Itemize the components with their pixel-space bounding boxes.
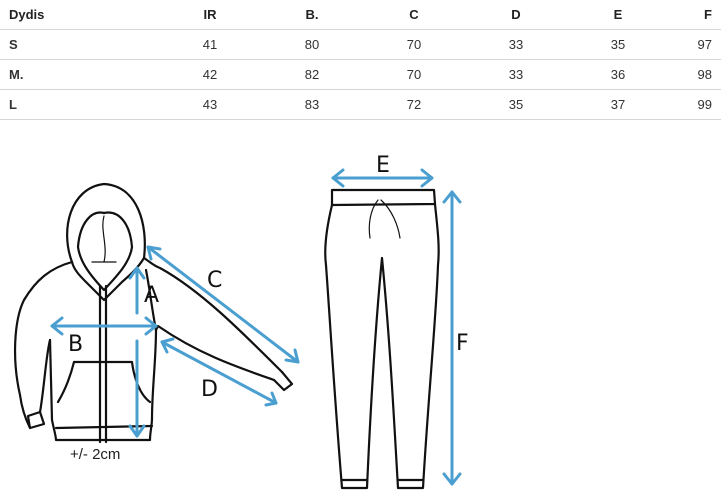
header-f: F: [669, 0, 721, 30]
value-cell: 42: [159, 59, 261, 90]
tolerance-note: +/- 2cm: [70, 446, 121, 463]
table-row: S 41 80 70 33 35 97: [0, 29, 721, 60]
measurement-diagram: A B C D E F: [13, 153, 469, 490]
arrow-c: [146, 245, 300, 364]
label-f: F: [456, 331, 469, 356]
table-row: L 43 83 72 35 37 99: [0, 89, 721, 120]
value-cell: 83: [261, 89, 363, 120]
table-header-row: Dydis IR B. C D E F: [0, 0, 721, 30]
hoodie-measure-arrows: [50, 245, 300, 438]
label-e: E: [376, 153, 390, 178]
hoodie-illustration: [13, 182, 294, 444]
header-e: E: [567, 0, 669, 30]
value-cell: 82: [261, 59, 363, 90]
pants-illustration: [324, 188, 440, 490]
value-cell: 35: [567, 29, 669, 60]
value-cell: 98: [669, 59, 721, 90]
label-b: B: [68, 332, 83, 357]
label-c: C: [207, 268, 222, 293]
value-cell: 43: [159, 89, 261, 120]
table-row: M. 42 82 70 33 36 98: [0, 59, 721, 90]
value-cell: 36: [567, 59, 669, 90]
value-cell: 33: [465, 59, 567, 90]
value-cell: 72: [363, 89, 465, 120]
value-cell: 70: [363, 29, 465, 60]
size-chart-table: Dydis IR B. C D E F S 41 80 70 33 35 97 …: [0, 0, 721, 120]
size-cell: S: [0, 29, 159, 60]
value-cell: 97: [669, 29, 721, 60]
pants-measure-arrows: [331, 168, 462, 486]
value-cell: 99: [669, 89, 721, 120]
value-cell: 35: [465, 89, 567, 120]
value-cell: 80: [261, 29, 363, 60]
value-cell: 70: [363, 59, 465, 90]
value-cell: 33: [465, 29, 567, 60]
header-c: C: [363, 0, 465, 30]
label-a: A: [144, 283, 159, 308]
header-d: D: [465, 0, 567, 30]
label-d: D: [201, 377, 218, 402]
header-ir: IR: [159, 0, 261, 30]
size-cell: L: [0, 89, 159, 120]
size-cell: M.: [0, 59, 159, 90]
header-b: B.: [261, 0, 363, 30]
header-size: Dydis: [0, 0, 159, 30]
value-cell: 37: [567, 89, 669, 120]
arrow-d: [160, 340, 278, 405]
value-cell: 41: [159, 29, 261, 60]
